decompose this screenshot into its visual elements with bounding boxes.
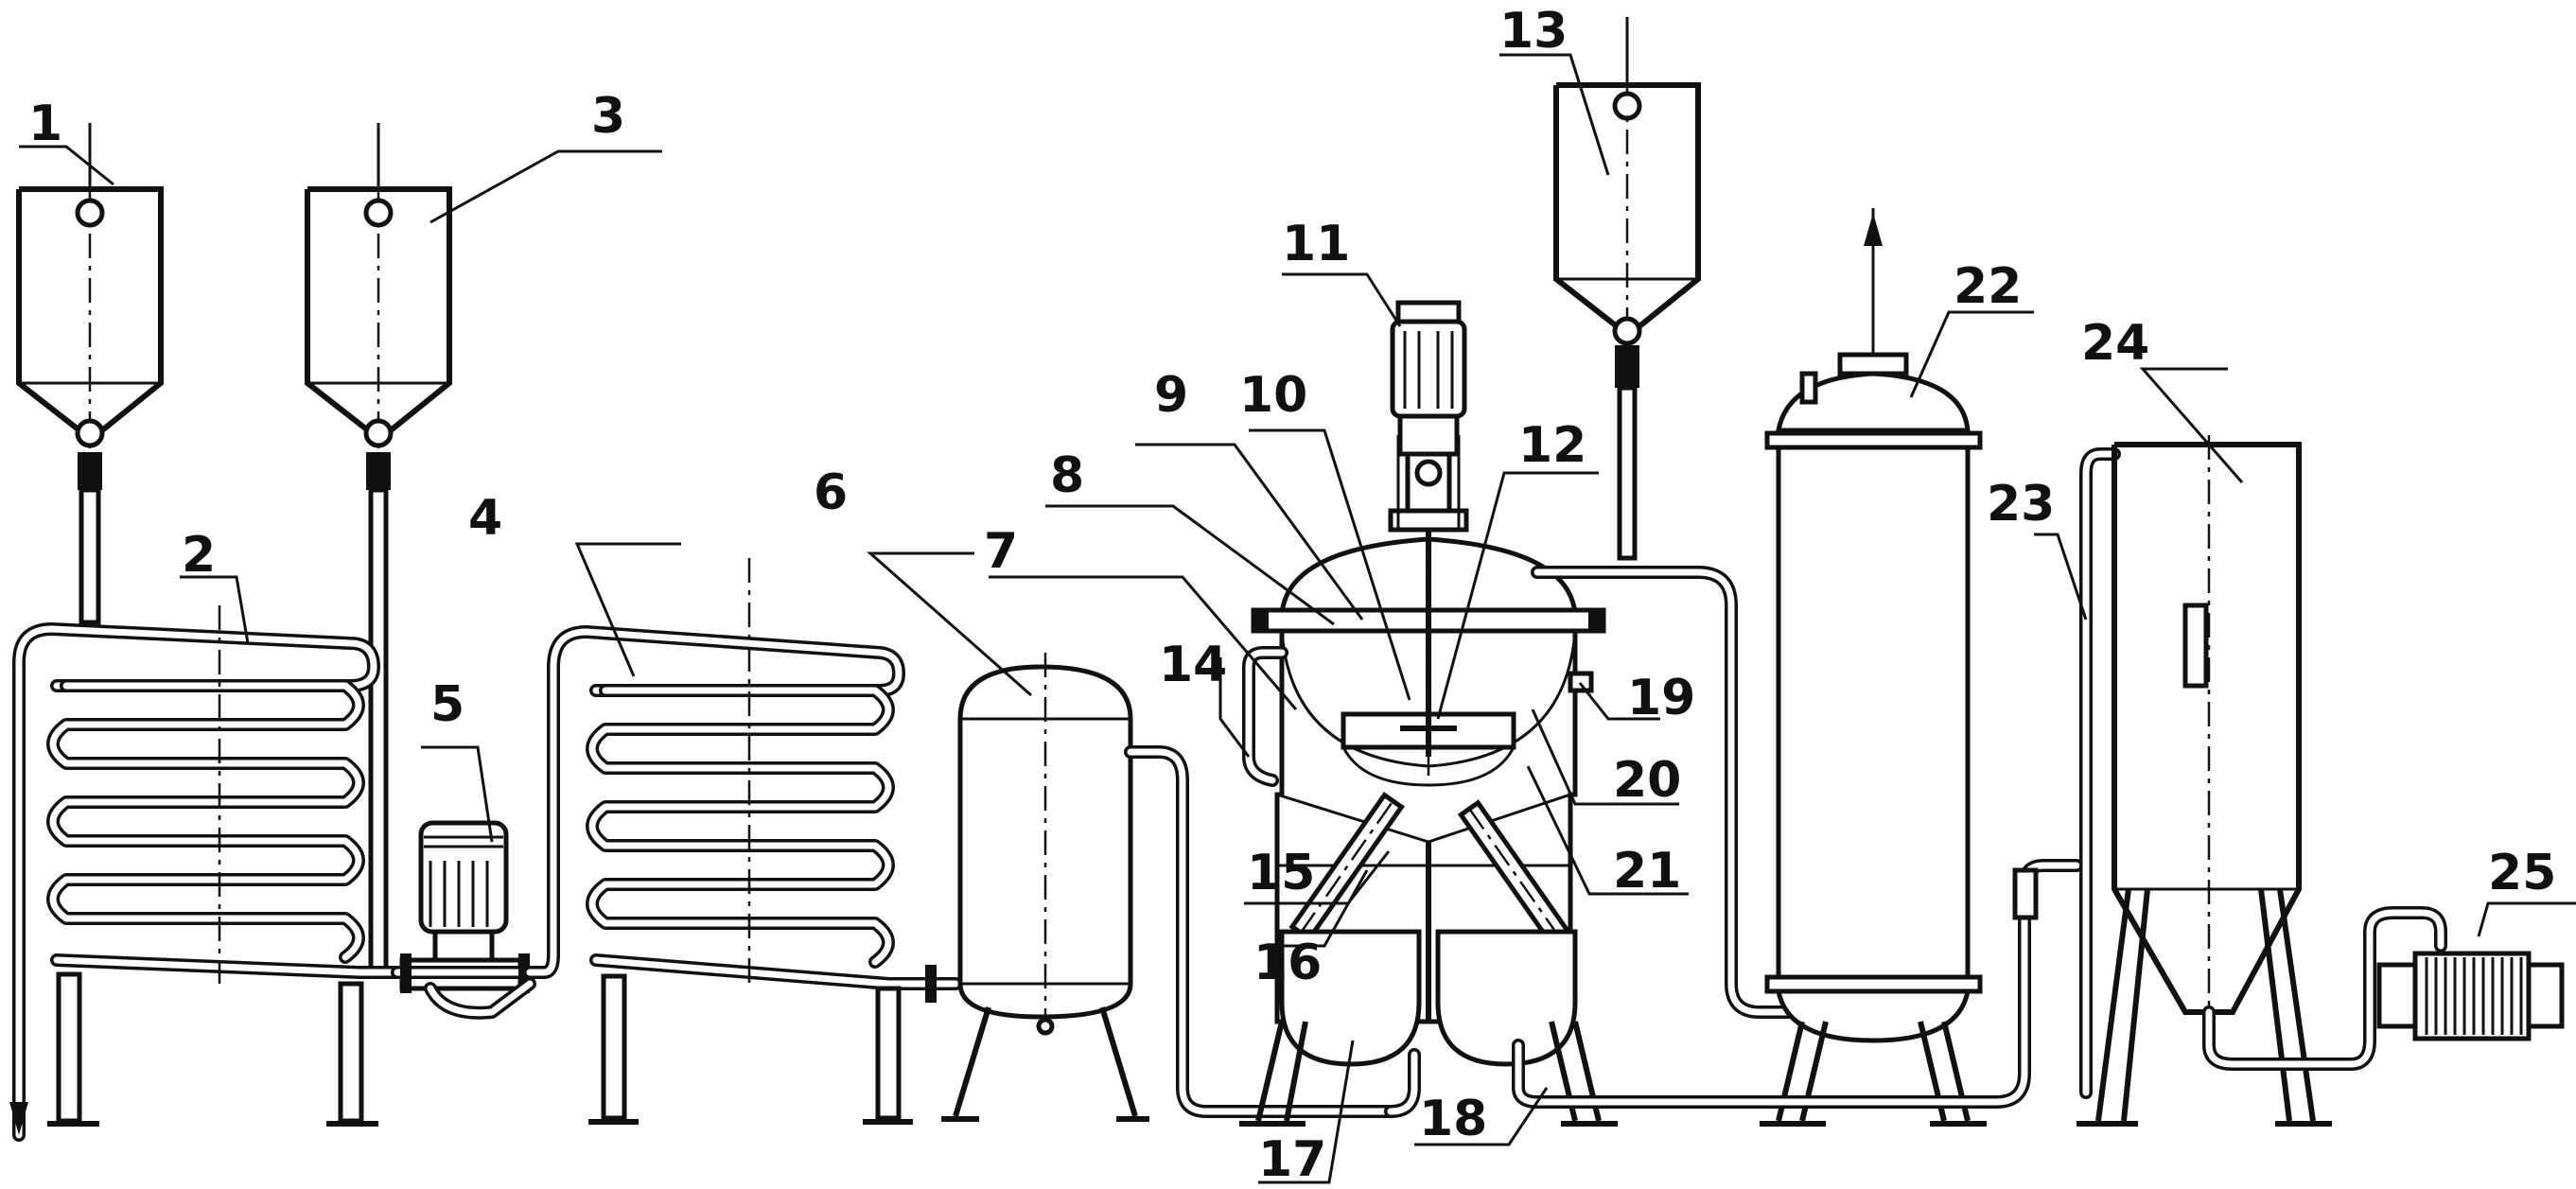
label-15: 15 bbox=[1247, 845, 1315, 901]
heat-exchanger-coil-4 bbox=[523, 558, 962, 1125]
label-16: 16 bbox=[1253, 935, 1322, 991]
leader-lines bbox=[19, 53, 2576, 1184]
label-12: 12 bbox=[1518, 417, 1586, 474]
label-8: 8 bbox=[1050, 447, 1084, 504]
label-13: 13 bbox=[1499, 3, 1568, 60]
reactor-vessel bbox=[1239, 397, 1618, 1127]
pump-5 bbox=[391, 820, 536, 1020]
cyclone-separator-24 bbox=[2077, 435, 2447, 1127]
label-6: 6 bbox=[814, 464, 848, 521]
label-1: 1 bbox=[28, 96, 62, 152]
label-20: 20 bbox=[1613, 752, 1681, 809]
tank-6 bbox=[941, 653, 1397, 1122]
agitator-motor-11 bbox=[1388, 300, 1469, 533]
coil-tube bbox=[49, 682, 362, 961]
label-17: 17 bbox=[1258, 1131, 1326, 1184]
hopper-13 bbox=[1531, 17, 1842, 1019]
heat-exchanger-coil-2 bbox=[9, 605, 404, 1142]
label-18: 18 bbox=[1419, 1091, 1487, 1147]
label-9: 9 bbox=[1154, 367, 1188, 424]
blower-25 bbox=[2376, 951, 2565, 1041]
label-24: 24 bbox=[2081, 315, 2149, 372]
hopper-1 bbox=[16, 123, 164, 625]
part-number-labels: 1 2 3 4 5 6 7 8 9 10 11 12 13 14 15 16 1… bbox=[28, 3, 2556, 1188]
label-4: 4 bbox=[468, 490, 502, 547]
label-2: 2 bbox=[182, 527, 216, 584]
label-7: 7 bbox=[984, 523, 1018, 580]
label-19: 19 bbox=[1627, 670, 1695, 726]
column-22 bbox=[1512, 208, 2083, 1127]
label-3: 3 bbox=[591, 88, 625, 145]
coil-tube bbox=[588, 687, 892, 966]
label-5: 5 bbox=[430, 676, 464, 733]
label-10: 10 bbox=[1239, 367, 1307, 424]
label-25: 25 bbox=[2488, 845, 2556, 901]
label-14: 14 bbox=[1159, 637, 1227, 693]
label-23: 23 bbox=[1987, 476, 2055, 533]
label-22: 22 bbox=[1954, 258, 2022, 315]
label-11: 11 bbox=[1282, 216, 1350, 272]
label-21: 21 bbox=[1613, 843, 1681, 900]
